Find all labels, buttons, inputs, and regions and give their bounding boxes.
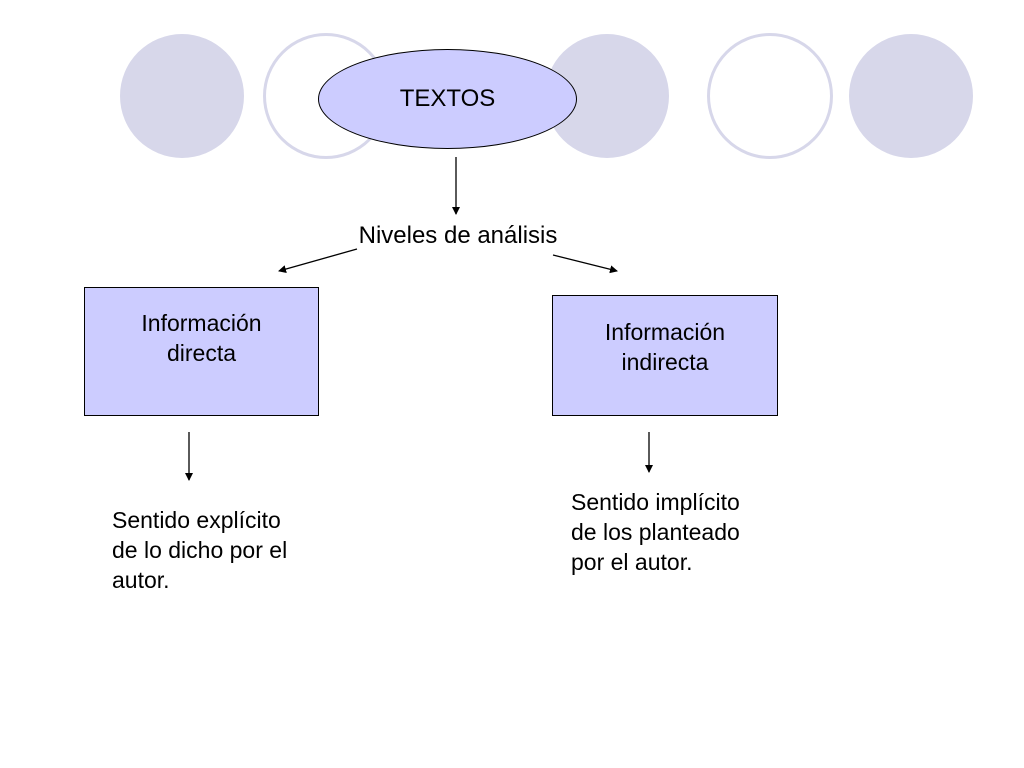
- decor-circle-filled-3: [849, 34, 973, 158]
- description-line: de los planteado: [571, 519, 740, 545]
- description-sentido-implicito: Sentido implícito de los planteado por e…: [571, 487, 740, 577]
- level-label: Niveles de análisis: [358, 222, 558, 249]
- arrow-level-to-indirect: [552, 254, 618, 274]
- decor-circle-filled-1: [120, 34, 244, 158]
- node-title-line: directa: [166, 339, 237, 366]
- description-line: por el autor.: [571, 549, 693, 575]
- root-node-textos: TEXTOS: [318, 49, 577, 149]
- node-title-line: Información: [141, 309, 262, 336]
- node-title-line: indirecta: [621, 348, 709, 375]
- arrow-level-to-direct: [278, 248, 358, 273]
- node-title-line: Información: [604, 318, 726, 345]
- decor-circle-ring-2: [707, 33, 833, 159]
- description-line: autor.: [112, 567, 170, 593]
- description-line: Sentido explícito: [112, 507, 281, 533]
- description-line: Sentido implícito: [571, 489, 740, 515]
- node-informacion-directa: Información directa: [84, 287, 319, 416]
- description-sentido-explicito: Sentido explícito de lo dicho por el aut…: [112, 505, 287, 595]
- root-node-label: TEXTOS: [399, 85, 496, 112]
- node-informacion-indirecta: Información indirecta: [552, 295, 778, 416]
- description-line: de lo dicho por el: [112, 537, 288, 563]
